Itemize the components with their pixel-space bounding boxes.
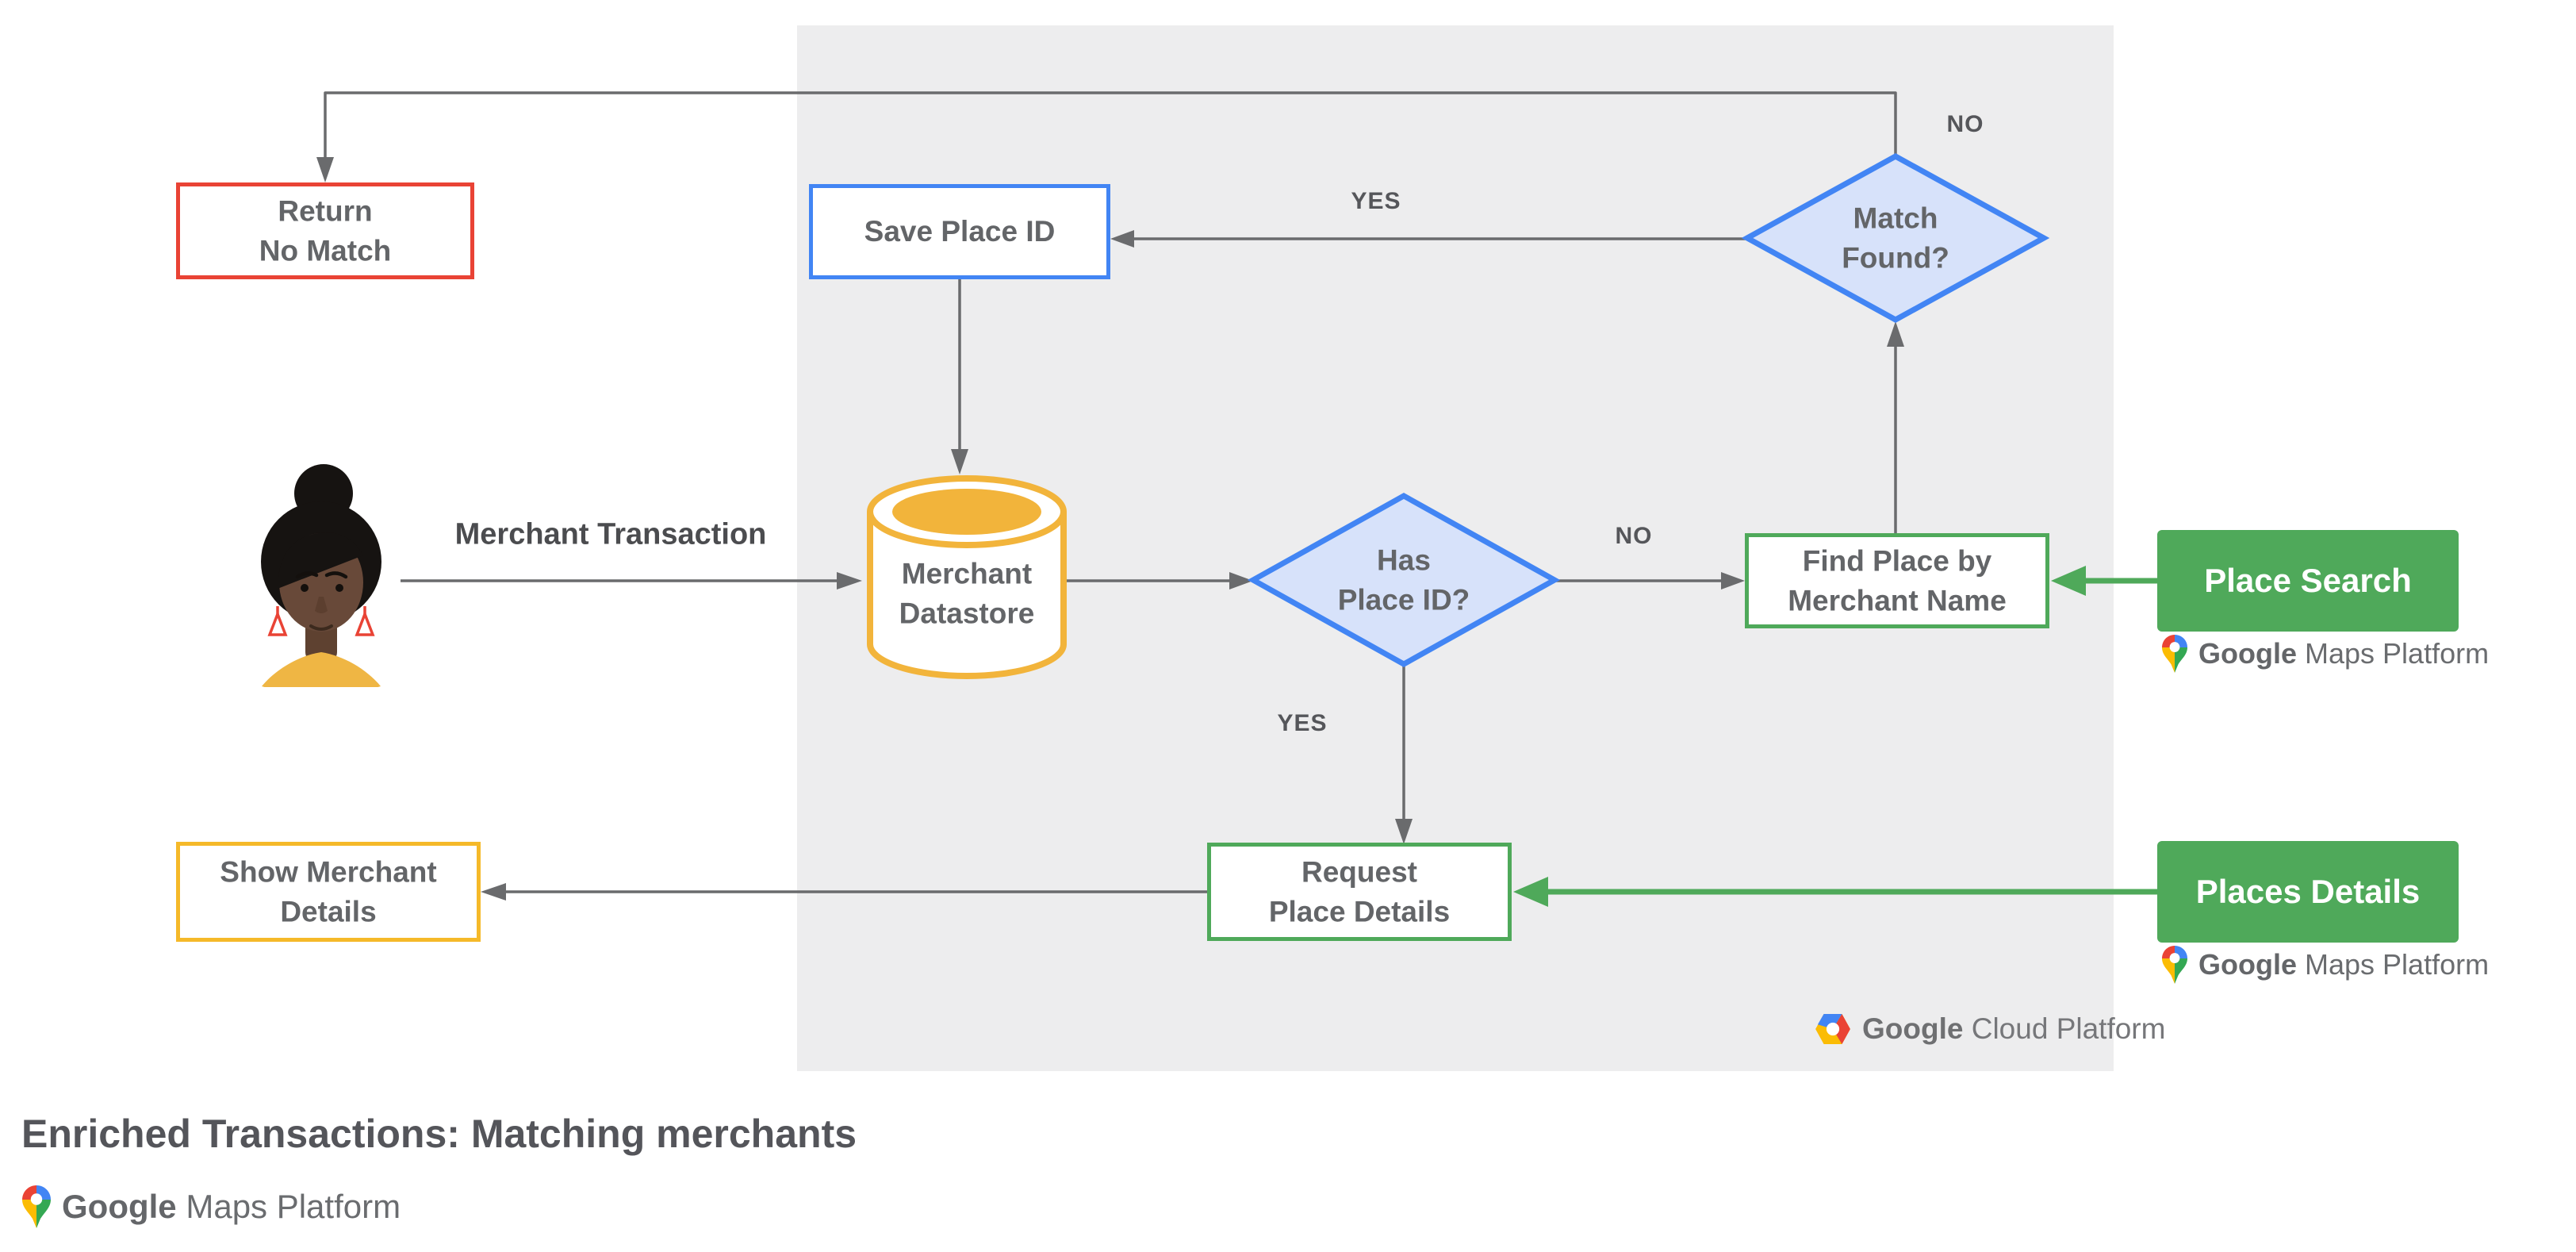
gcp-google-text: Google xyxy=(1862,1012,1964,1045)
diagram-title: Enriched Transactions: Matching merchant… xyxy=(21,1112,857,1156)
save-place-id-label: Save Place ID xyxy=(864,215,1056,248)
edge-no-return xyxy=(324,91,1897,159)
gmp-google-text: Google xyxy=(62,1188,177,1225)
gmp-rest-text: Maps Platform xyxy=(2305,948,2490,981)
maps-pin-icon xyxy=(2162,946,2187,984)
place-search-card: Place Search xyxy=(2157,530,2459,632)
match-found-diamond xyxy=(1741,153,2050,323)
edge-label-no-top: NO xyxy=(1946,111,1984,137)
avatar-shoulders xyxy=(262,652,381,687)
gmp-google-text: Google xyxy=(2198,948,2297,981)
gmp-google-text: Google xyxy=(2198,637,2297,670)
gcp-hexagon-icon xyxy=(1815,1013,1851,1045)
return-no-match-box xyxy=(176,182,474,279)
gmp-lockup-places-details: Google Maps Platform xyxy=(2162,946,2489,984)
edge-label-yes-top: YES xyxy=(1351,188,1401,214)
has-place-id-label: Has Place ID? xyxy=(1337,543,1470,616)
avatar-earrings xyxy=(267,606,375,636)
green-arrowheads xyxy=(1513,566,2086,907)
merchant-datastore-label: Merchant Datastore xyxy=(899,557,1035,629)
edge-label-yes-mid: YES xyxy=(1277,710,1328,736)
gmp-rest-text: Maps Platform xyxy=(186,1188,401,1225)
save-place-id-box xyxy=(809,184,1110,279)
return-no-match-label: Return No Match xyxy=(259,194,392,267)
gray-arrowheads xyxy=(316,157,1904,901)
find-place-label: Find Place by Merchant Name xyxy=(1788,544,2007,616)
user-avatar xyxy=(261,464,381,687)
gmp-lockup-place-search: Google Maps Platform xyxy=(2162,635,2489,673)
match-found-label: Match Found? xyxy=(1842,202,1949,274)
edge-label-no-mid: NO xyxy=(1615,523,1653,549)
request-place-details-box xyxy=(1207,843,1512,941)
gmp-rest-text: Maps Platform xyxy=(2305,637,2490,670)
places-details-card: Places Details xyxy=(2157,841,2459,943)
edge-label-merchant-transaction: Merchant Transaction xyxy=(454,517,767,551)
maps-pin-icon xyxy=(2162,635,2187,673)
request-place-details-label: Request Place Details xyxy=(1268,855,1451,927)
gmp-lockup-footer: Google Maps Platform xyxy=(22,1185,401,1228)
gcp-lockup: Google Cloud Platform xyxy=(1815,1012,2165,1046)
show-merchant-details-label: Show Merchant Details xyxy=(220,855,437,927)
find-place-box xyxy=(1745,533,2049,628)
gcp-rest-text: Cloud Platform xyxy=(1971,1012,2166,1045)
avatar-nose xyxy=(315,597,328,613)
show-merchant-details-box xyxy=(176,842,481,942)
merchant-datastore-cylinder xyxy=(867,475,1067,679)
maps-pin-icon xyxy=(22,1185,51,1228)
has-place-id-diamond xyxy=(1247,492,1561,668)
